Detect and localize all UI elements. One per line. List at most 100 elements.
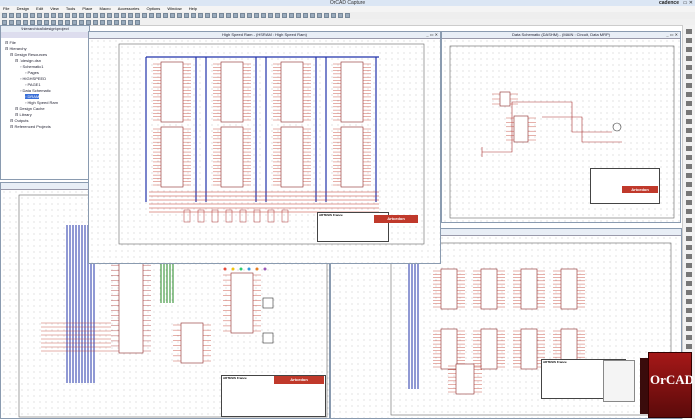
toolbar-button[interactable] (79, 20, 84, 25)
toolbar-button[interactable] (72, 20, 77, 25)
project-tree-item[interactable]: ⊟ .\design.dsn (15, 58, 42, 63)
toolbar-button[interactable] (184, 13, 189, 18)
toolbar-button[interactable] (86, 13, 91, 18)
place-tool-icon[interactable] (686, 218, 692, 223)
toolbar-button[interactable] (170, 13, 175, 18)
toolbar-button[interactable] (191, 13, 196, 18)
place-tool-icon[interactable] (686, 200, 692, 205)
toolbar-button[interactable] (135, 13, 140, 18)
place-tool-icon[interactable] (686, 236, 692, 241)
toolbar-button[interactable] (212, 13, 217, 18)
place-tool-icon[interactable] (686, 164, 692, 169)
project-tree-item[interactable]: ▫ HIGHSPEED (20, 76, 47, 81)
project-tree-item[interactable]: ⊟ Design Cache (15, 106, 45, 111)
toolbar-button[interactable] (58, 20, 63, 25)
menu-help[interactable]: Help (188, 6, 197, 11)
toolbar-button[interactable] (128, 13, 133, 18)
toolbar-button[interactable] (114, 20, 119, 25)
toolbar-button[interactable] (149, 13, 154, 18)
place-tool-icon[interactable] (686, 344, 692, 349)
menu-options[interactable]: Options (146, 6, 161, 11)
project-tree-item[interactable]: ▫ Schematic1 (20, 64, 44, 69)
place-tool-icon[interactable] (686, 83, 692, 88)
toolbar-button[interactable] (107, 13, 112, 18)
toolbar-button[interactable] (65, 20, 70, 25)
toolbar-button[interactable] (303, 13, 308, 18)
place-tool-icon[interactable] (686, 182, 692, 187)
toolbar-button[interactable] (345, 13, 350, 18)
menu-design[interactable]: Design (16, 6, 30, 11)
place-tool-icon[interactable] (686, 146, 692, 151)
menu-tools[interactable]: Tools (65, 6, 76, 11)
toolbar-button[interactable] (121, 13, 126, 18)
project-tree-item[interactable]: ⊟ File (5, 40, 16, 45)
menu-accessories[interactable]: Accessories (117, 6, 140, 11)
place-tool-icon[interactable] (686, 56, 692, 61)
project-tree-item[interactable]: ⊟ Library (15, 112, 32, 117)
place-tool-icon[interactable] (686, 317, 692, 322)
toolbar-button[interactable] (37, 20, 42, 25)
toolbar-button[interactable] (282, 13, 287, 18)
toolbar-button[interactable] (240, 13, 245, 18)
window-controls[interactable]: ▭ ✕ (682, 0, 693, 6)
project-tree-item[interactable]: ▫ DRAM (25, 94, 40, 99)
toolbar-button[interactable] (58, 13, 63, 18)
project-tree-item[interactable]: ⊟ Hierarchy (5, 46, 27, 51)
place-tool-icon[interactable] (686, 92, 692, 97)
toolbar-button[interactable] (254, 13, 259, 18)
toolbar-button[interactable] (2, 20, 7, 25)
toolbar-button[interactable] (310, 13, 315, 18)
menu-file[interactable]: File (3, 6, 10, 11)
toolbar-button[interactable] (331, 13, 336, 18)
place-tool-icon[interactable] (686, 155, 692, 160)
menu-view[interactable]: View (50, 6, 59, 11)
place-tool-icon[interactable] (686, 290, 692, 295)
project-tree-item[interactable]: ⊟ Referenced Projects (10, 124, 51, 129)
toolbar-button[interactable] (107, 20, 112, 25)
project-tree-item[interactable]: ▫ High Speed Ram (25, 100, 58, 105)
menu-place[interactable]: Place (82, 6, 93, 11)
project-tree-item[interactable]: ▫ PAGE1 (25, 82, 41, 87)
place-tool-icon[interactable] (686, 281, 692, 286)
place-tool-icon[interactable] (686, 65, 692, 70)
toolbar-button[interactable] (51, 13, 56, 18)
toolbar-button[interactable] (93, 13, 98, 18)
window-buttons[interactable]: _ ▭ ✕ (426, 32, 438, 37)
project-panel-tabs[interactable] (1, 32, 89, 38)
toolbar-button[interactable] (205, 13, 210, 18)
place-tool-icon[interactable] (686, 209, 692, 214)
toolbar-button[interactable] (16, 20, 21, 25)
toolbar-button[interactable] (128, 20, 133, 25)
place-tool-icon[interactable] (686, 119, 692, 124)
toolbar-button[interactable] (156, 13, 161, 18)
place-tool-icon[interactable] (686, 335, 692, 340)
place-tool-icon[interactable] (686, 173, 692, 178)
project-tree-item[interactable]: ⊟ Outputs (10, 118, 29, 123)
toolbar-button[interactable] (275, 13, 280, 18)
toolbar-button[interactable] (198, 13, 203, 18)
menu-macro[interactable]: Macro (99, 6, 111, 11)
toolbar-button[interactable] (114, 13, 119, 18)
toolbar-button[interactable] (9, 13, 14, 18)
place-tool-icon[interactable] (686, 308, 692, 313)
toolbar-button[interactable] (37, 13, 42, 18)
project-tree-item[interactable]: ⊟ Design Resources (10, 52, 48, 57)
toolbar-button[interactable] (2, 13, 7, 18)
toolbar-button[interactable] (93, 20, 98, 25)
toolbar-button[interactable] (30, 13, 35, 18)
toolbar-button[interactable] (65, 13, 70, 18)
toolbar-button[interactable] (289, 13, 294, 18)
menu-window[interactable]: Window (167, 6, 182, 11)
toolbar-button[interactable] (317, 13, 322, 18)
toolbar-button[interactable] (226, 13, 231, 18)
toolbar-button[interactable] (44, 13, 49, 18)
toolbar-button[interactable] (9, 20, 14, 25)
toolbar-button[interactable] (135, 20, 140, 25)
place-tool-icon[interactable] (686, 47, 692, 52)
toolbar-button[interactable] (219, 13, 224, 18)
toolbar-button[interactable] (268, 13, 273, 18)
toolbar-button[interactable] (30, 20, 35, 25)
data-schematic-window[interactable]: Data Schematic (DASHM) - (MAIN : Circuit… (441, 31, 681, 223)
place-tool-icon[interactable] (686, 254, 692, 259)
toolbar-button[interactable] (23, 13, 28, 18)
